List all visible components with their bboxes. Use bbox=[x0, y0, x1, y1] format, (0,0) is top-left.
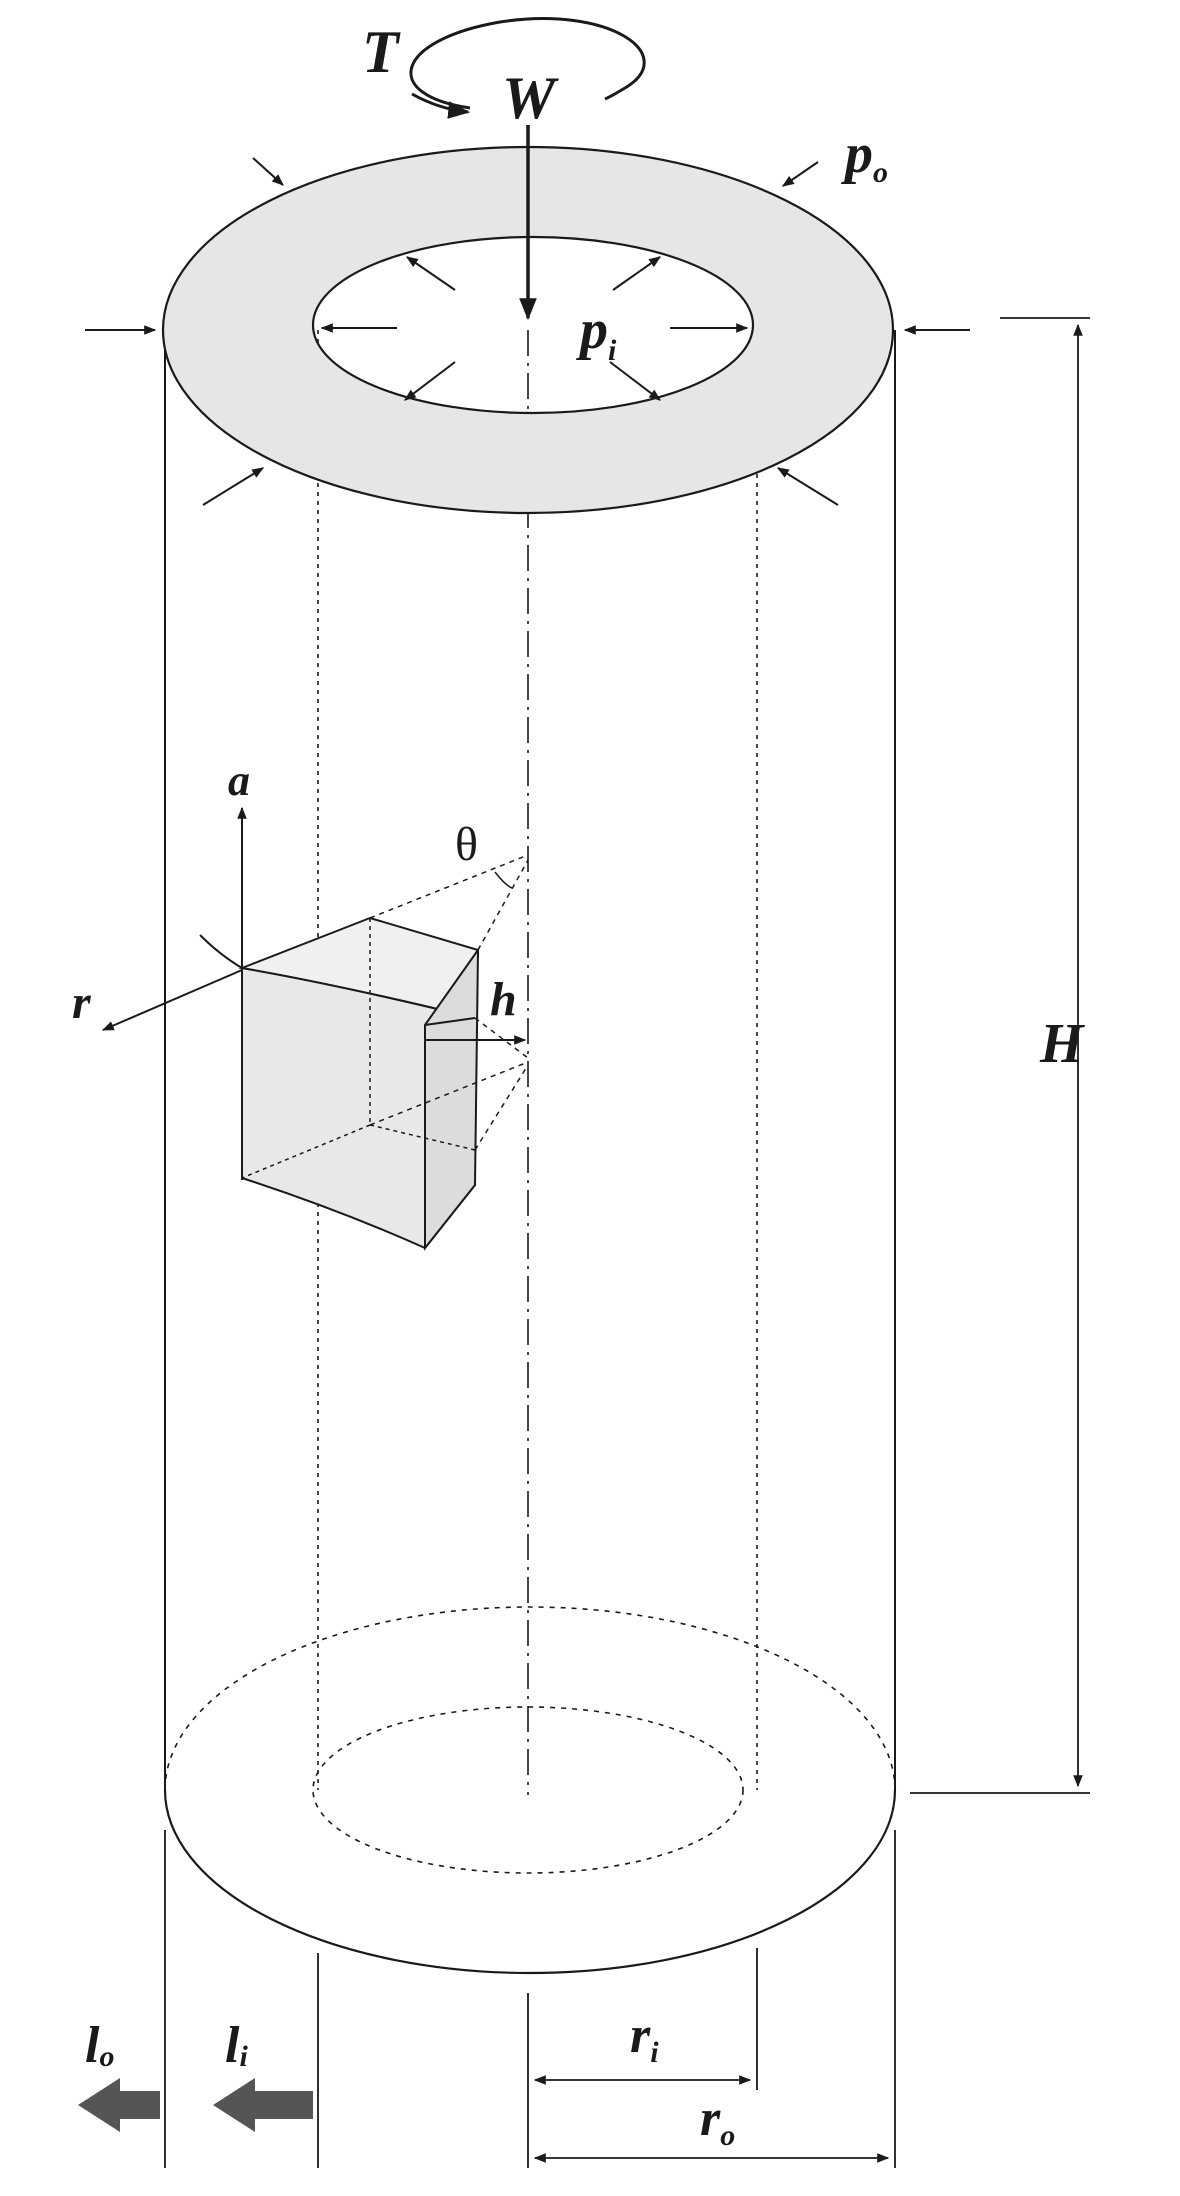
angle-arc bbox=[494, 871, 513, 889]
radius-dimensions bbox=[164, 1830, 896, 2168]
inner-pressure-arrows bbox=[320, 256, 749, 401]
top-annulus-face bbox=[161, 145, 895, 515]
axial-axis-label: a bbox=[228, 756, 250, 805]
radial-axis-arrow bbox=[101, 969, 243, 1031]
axial-load-label: W bbox=[502, 65, 559, 131]
inner-radius-label: ri bbox=[630, 2007, 659, 2069]
height-dimension bbox=[910, 317, 1090, 1794]
outer-radius-label: ro bbox=[700, 2090, 735, 2152]
hoop-arc-extension bbox=[199, 934, 243, 969]
inner-displacement-arrow bbox=[213, 2078, 313, 2132]
bottom-annulus bbox=[163, 1606, 897, 1975]
bottom-inner-rim-hidden bbox=[312, 1706, 744, 1874]
stress-element bbox=[238, 916, 480, 1251]
bottom-outer-rim-back bbox=[164, 1606, 896, 1791]
inner-length-label: li bbox=[225, 2017, 248, 2074]
radial-axis-label: r bbox=[72, 976, 92, 1029]
local-axes bbox=[101, 806, 527, 1180]
angle-label: θ bbox=[455, 818, 478, 871]
top-annulus bbox=[161, 145, 895, 515]
bottom-outer-rim-front bbox=[163, 1789, 897, 1975]
outer-pressure-arrows bbox=[85, 157, 970, 506]
outer-pressure-label: po bbox=[841, 123, 888, 189]
inner-pressure-label: pi bbox=[576, 299, 617, 367]
outer-displacement-arrow bbox=[78, 2078, 160, 2132]
hoop-axis-label: h bbox=[490, 973, 517, 1026]
torque-label: T bbox=[362, 19, 401, 85]
outer-length-label: lo bbox=[85, 2017, 114, 2074]
torque-arrow bbox=[409, 17, 646, 119]
height-label: H bbox=[1039, 1013, 1085, 1075]
angle-construction-lines bbox=[369, 854, 529, 1151]
displacement-arrows bbox=[78, 2078, 313, 2132]
